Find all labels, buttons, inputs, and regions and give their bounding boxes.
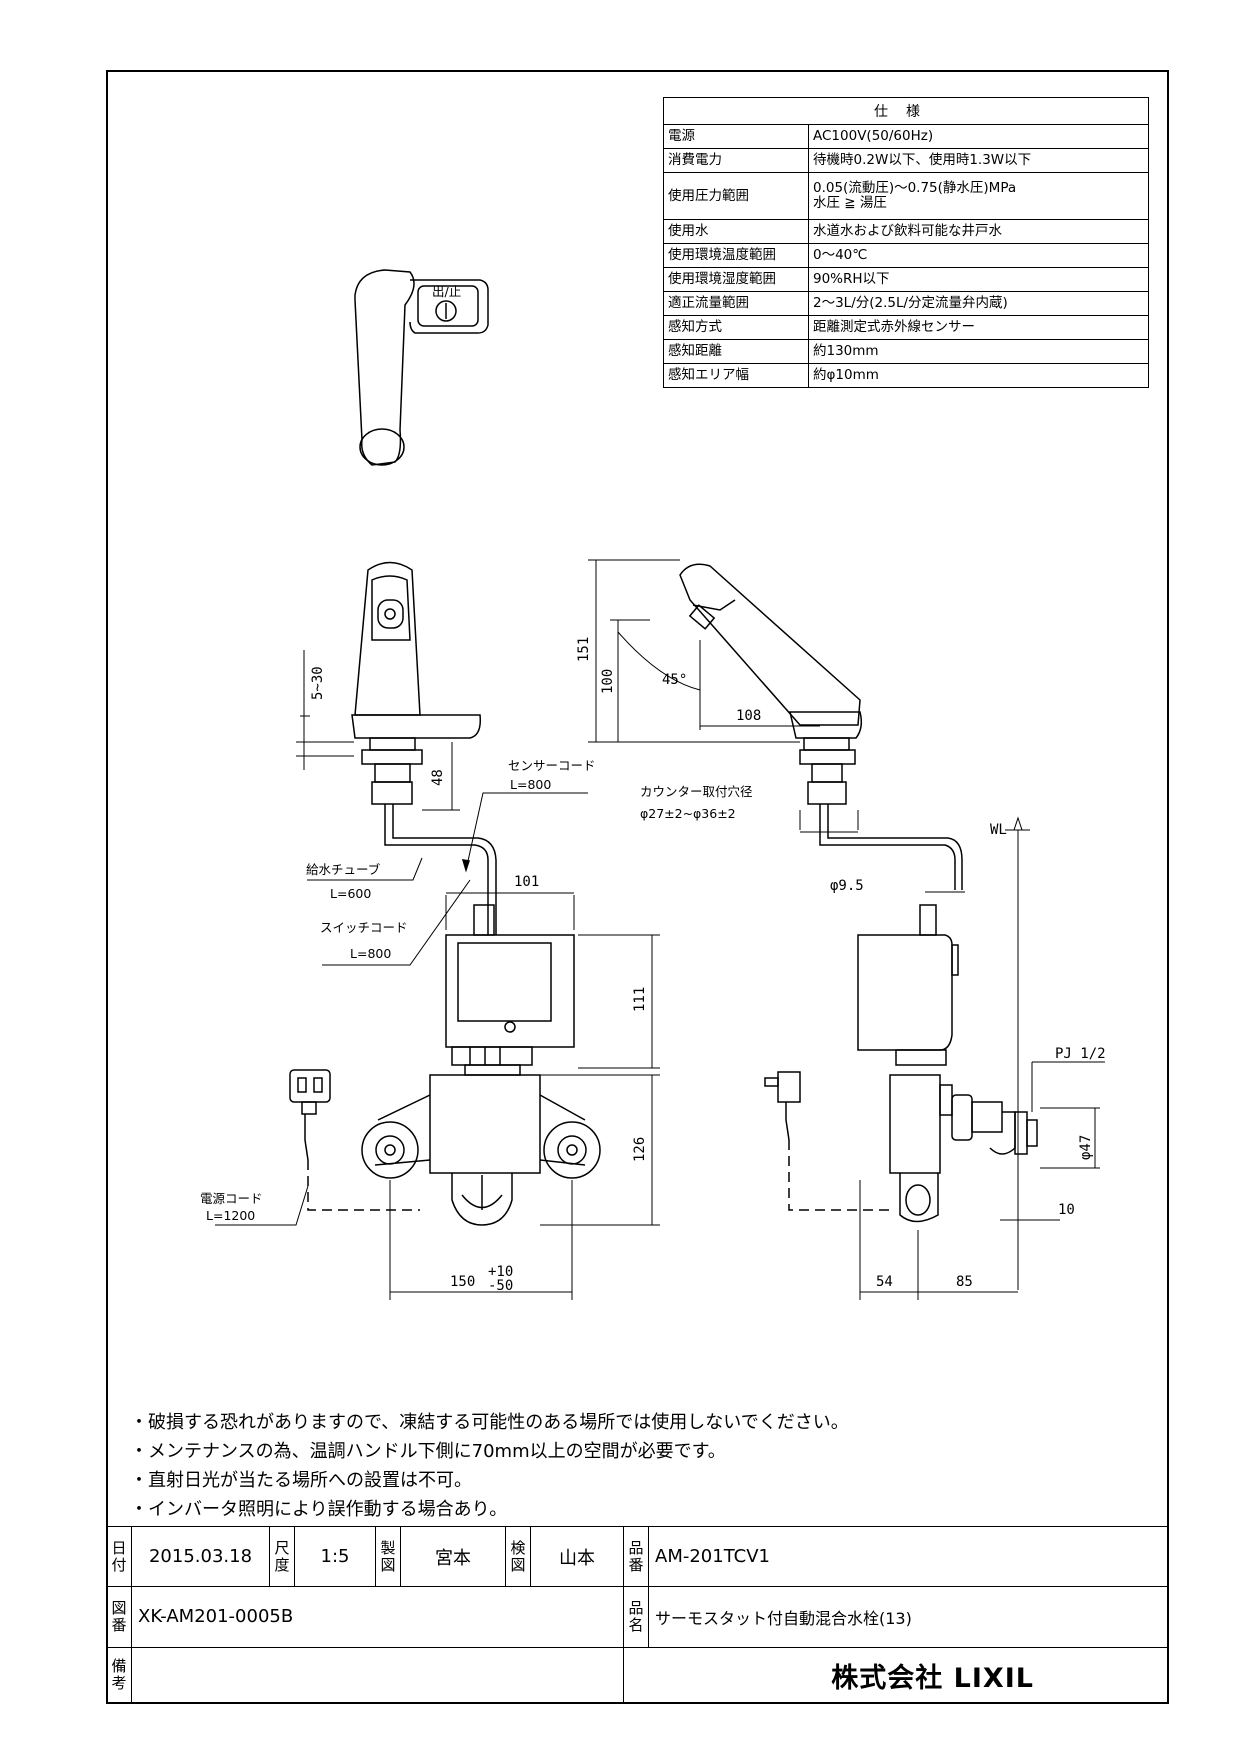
part-no-label: 品番 (623, 1525, 649, 1588)
dim-phi-9-5: φ9.5 (830, 878, 864, 894)
dim-54: 54 (876, 1274, 893, 1290)
spec-value-line: 90%RH以下 (813, 271, 890, 287)
spec-row: 使用水水道水および飲料可能な井戸水 (663, 219, 1149, 244)
date-value: 2015.03.18 (131, 1525, 270, 1588)
note-item: ・直射日光が当たる場所への設置は不可。 (130, 1470, 472, 1491)
spec-value-line: 約130mm (813, 343, 879, 359)
spec-key: 感知距離 (663, 339, 809, 364)
checked-label: 検図 (505, 1525, 531, 1588)
note-item: ・破損する恐れがありますので、凍結する可能性のある場所では使用しないでください。 (130, 1412, 849, 1433)
scale-label: 尺度 (269, 1525, 295, 1588)
dim-101: 101 (514, 874, 539, 890)
dim-phi-47: φ47 (1078, 1135, 1094, 1160)
dim-108: 108 (736, 708, 761, 724)
label-counter-hole: カウンター取付穴径 (640, 784, 753, 799)
checked-value: 山本 (530, 1525, 624, 1588)
top-view-label: 出/止 (432, 284, 461, 299)
drawn-label: 製図 (375, 1525, 401, 1588)
spec-value: 2～3L/分(2.5L/分定流量弁内蔵) (808, 291, 1149, 316)
front-view (215, 561, 660, 1300)
spec-value: AC100V(50/60Hz) (808, 124, 1149, 149)
dim-45: 45° (662, 672, 687, 688)
spec-value-line: 2～3L/分(2.5L/分定流量弁内蔵) (813, 295, 1008, 311)
spec-value: 90%RH以下 (808, 267, 1149, 292)
label-switch-cord: スイッチコード (320, 920, 408, 935)
spec-value-line: AC100V(50/60Hz) (813, 128, 934, 144)
notes: ・破損する恐れがありますので、凍結する可能性のある場所では使用しないでください。… (130, 1408, 849, 1524)
part-no-value: AM-201TCV1 (648, 1525, 1169, 1588)
label-power-cord: 電源コード (200, 1191, 263, 1206)
dim-wl: WL (990, 822, 1007, 838)
spec-key: 使用圧力範囲 (663, 172, 809, 220)
title-block: 日付 2015.03.18 尺度 1:5 製図 宮本 検図 山本 品番 AM-2… (106, 1525, 1169, 1705)
spec-value-line: 0.05(流動圧)～0.75(静水圧)MPa (813, 180, 1017, 196)
dim-126: 126 (632, 1137, 648, 1162)
dim-10: 10 (1058, 1202, 1075, 1218)
dim-151: 151 (576, 637, 592, 662)
label-power-cord-len: L=1200 (206, 1208, 255, 1223)
drawing-no-value: XK-AM201-0005B (131, 1586, 624, 1648)
top-view: 出/止 (354, 269, 489, 466)
spec-key: 電源 (663, 124, 809, 149)
dim-pj: PJ 1/2 (1055, 1046, 1106, 1062)
spec-key: 感知方式 (663, 315, 809, 340)
dim-100: 100 (600, 669, 616, 694)
label-switch-cord-len: L=800 (350, 946, 391, 961)
label-water-tube: 給水チューブ (306, 862, 381, 877)
product-name-label: 品名 (623, 1586, 649, 1648)
spec-row: 感知エリア幅約φ10mm (663, 363, 1149, 388)
spec-value: 約φ10mm (808, 363, 1149, 388)
dim-48: 48 (430, 769, 446, 786)
company-logo: 株式会社 LIXIL (623, 1646, 1169, 1705)
side-view (588, 559, 1105, 1300)
drawing-no-label: 図番 (106, 1586, 132, 1648)
remarks-label: 備考 (106, 1646, 132, 1705)
note-item: ・メンテナンスの為、温調ハンドル下側に70mm以上の空間が必要です。 (130, 1441, 726, 1462)
spec-value: 水道水および飲料可能な井戸水 (808, 219, 1149, 244)
spec-value-line: 約φ10mm (813, 367, 879, 383)
note-item: ・インバータ照明により誤作動する場合あり。 (130, 1499, 508, 1520)
drawn-value: 宮本 (400, 1525, 506, 1588)
dim-150-tol-plus: +10 (488, 1264, 513, 1280)
label-counter-hole-val: φ27±2~φ36±2 (640, 806, 736, 821)
product-name-value: サーモスタット付自動混合水栓(13) (648, 1586, 1169, 1648)
scale-value: 1:5 (294, 1525, 376, 1588)
dim-85: 85 (956, 1274, 973, 1290)
spec-key: 使用環境温度範囲 (663, 243, 809, 268)
spec-value-line: 水道水および飲料可能な井戸水 (813, 223, 1002, 239)
dim-150-tol-minus: -50 (488, 1278, 513, 1294)
spec-key: 感知エリア幅 (663, 363, 809, 388)
spec-value-line: 距離測定式赤外線センサー (813, 319, 975, 335)
spec-row: 感知方式距離測定式赤外線センサー (663, 315, 1149, 340)
spec-key: 使用環境湿度範囲 (663, 267, 809, 292)
dim-5-30: 5~30 (310, 666, 326, 700)
dim-111: 111 (632, 987, 648, 1012)
dim-150: 150 (450, 1274, 475, 1290)
spec-value-line: 待機時0.2W以下、使用時1.3W以下 (813, 152, 1032, 168)
spec-value-line: 0～40℃ (813, 247, 868, 263)
remarks-value (131, 1646, 624, 1705)
date-label: 日付 (106, 1525, 132, 1588)
label-sensor-cord: センサーコード (508, 758, 596, 773)
spec-value-line: 水圧 ≧ 湯圧 (813, 195, 887, 211)
label-water-tube-len: L=600 (330, 886, 371, 901)
label-sensor-cord-len: L=800 (510, 777, 551, 792)
spec-value: 距離測定式赤外線センサー (808, 315, 1149, 340)
